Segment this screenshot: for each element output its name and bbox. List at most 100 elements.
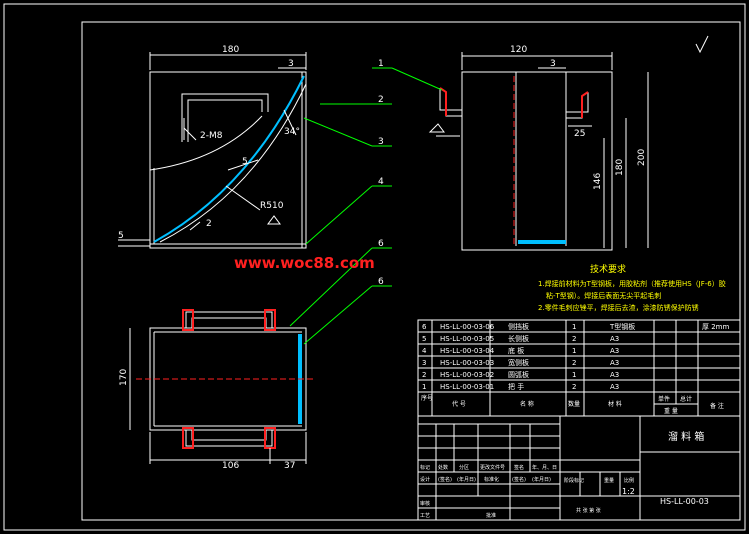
tb-process: 工艺 [420, 513, 430, 519]
tb-r2-1: (签名) [438, 476, 452, 483]
tb-drawing-code: HS-LL-00-03 [660, 497, 709, 506]
dim-106: 106 [222, 461, 239, 471]
dim-5: 5 [242, 157, 248, 167]
bom-row-0-note: 厚 2mm [702, 323, 729, 331]
bom-row-2-material: A3 [610, 347, 619, 355]
bom-row-1-name: 长侧板 [508, 334, 529, 343]
tb-r1-2: 分区 [459, 464, 469, 471]
bom-row-3-no: 3 [422, 359, 426, 367]
bom-row-0-material: T型钢板 [609, 322, 635, 331]
dim-120: 120 [510, 45, 527, 55]
front-view [118, 52, 307, 249]
balloon-1: 1 [378, 59, 384, 69]
notes-title: 技术要求 [590, 263, 626, 275]
dim-180-vertical: 180 [615, 159, 625, 176]
dim-146: 146 [593, 173, 603, 190]
bom-header-unit: 单件 [658, 395, 670, 403]
dim-170: 170 [119, 369, 129, 386]
tb-weight: 重量 [604, 477, 614, 484]
tb-r2-4: (签名) [512, 476, 526, 483]
dim-3-front: 3 [288, 59, 294, 69]
notes-line-1: 1.焊接前材料为T型钢板，用胶粘剂（推荐使用HS（JF-6）胶 [538, 279, 726, 288]
bom-row-3-name: 宽侧板 [508, 358, 529, 367]
tb-r1-5: 年、月、日 [532, 464, 557, 471]
balloon-leaders [289, 67, 443, 345]
bom-row-4-qty: 1 [572, 371, 576, 379]
bom-row-3-material: A3 [610, 359, 619, 367]
dim-2: 2 [206, 219, 212, 229]
bom-row-2-code: HS-LL-00-03-04 [440, 347, 495, 355]
tb-r1-4: 签名 [514, 464, 524, 471]
bom-row-2-name: 底 板 [508, 346, 524, 355]
tb-r2-3: 标准化 [484, 476, 499, 483]
bom-header-no: 序号 [421, 394, 433, 402]
title-block [417, 415, 741, 521]
bom-row-3-qty: 2 [572, 359, 576, 367]
tb-drawing-name: 溜 料 箱 [668, 430, 704, 443]
bom-row-0-no: 6 [422, 323, 427, 331]
bom-row-3-code: HS-LL-00-03-03 [440, 359, 494, 367]
bom-row-4-material: A3 [610, 371, 619, 379]
dim-3-side: 3 [550, 59, 556, 69]
bom-row-1-code: HS-LL-00-03-05 [440, 335, 494, 343]
bom-header-name: 名 称 [520, 400, 534, 408]
bom-header-total: 总计 [680, 395, 692, 403]
dim-2-m8: 2-M8 [200, 131, 223, 141]
bom-row-5-code: HS-LL-00-03-01 [440, 383, 494, 391]
bom-row-1-qty: 2 [572, 335, 576, 343]
tb-review: 审核 [420, 500, 430, 507]
tb-r1-1: 处数 [438, 464, 448, 471]
tb-approve: 批准 [486, 512, 496, 519]
dim-37: 37 [284, 461, 295, 471]
bom-table [417, 319, 741, 417]
bom-row-0-name: 侧挡板 [508, 322, 529, 331]
bom-header-code: 代 号 [452, 400, 466, 408]
dim-34-angle: 34° [284, 127, 300, 137]
dim-25: 25 [574, 129, 585, 139]
tb-r1-0: 标记 [420, 464, 430, 471]
dim-r510: R510 [260, 201, 284, 211]
bom-row-0-code: HS-LL-00-03-06 [440, 323, 495, 331]
bom-header-qty: 数量 [568, 400, 580, 408]
bom-row-4-no: 2 [422, 371, 426, 379]
tb-scale: 1:2 [622, 487, 635, 496]
bom-header-material: 材 料 [608, 400, 622, 408]
dim-5-left: 5 [118, 231, 124, 241]
notes-line-2: 粘-T型钢）。焊接后表面无尖平起毛刺 [546, 291, 661, 300]
bom-row-0-qty: 1 [572, 323, 576, 331]
bom-row-2-no: 4 [422, 347, 427, 355]
tb-r2-2: (年月日) [457, 476, 476, 483]
bom-row-1-no: 5 [422, 335, 426, 343]
balloon-4: 4 [378, 177, 384, 187]
bom-row-5-no: 1 [422, 383, 426, 391]
top-view [129, 309, 314, 464]
outer-border [3, 3, 746, 531]
tb-scale-label: 比例 [624, 477, 634, 484]
balloon-2: 2 [378, 95, 384, 105]
balloon-6a: 6 [378, 239, 384, 249]
bom-row-2-qty: 1 [572, 347, 576, 355]
watermark: www.woc88.com [234, 254, 375, 272]
tb-stage: 阶段标记 [564, 477, 584, 484]
bom-row-5-material: A3 [610, 383, 619, 391]
bom-row-5-name: 把 手 [508, 382, 524, 391]
inner-border [81, 21, 741, 521]
bom-row-1-material: A3 [610, 335, 619, 343]
tb-r2-0: 设计 [420, 476, 430, 483]
notes-line-3: 2.零件毛刺应锉平，焊接后去渣，涂漆防锈保护防锈 [538, 303, 699, 312]
bom-row-4-name: 圆弧板 [508, 370, 529, 379]
balloon-6b: 6 [378, 277, 384, 287]
dim-200: 200 [637, 149, 647, 166]
balloon-3: 3 [378, 137, 384, 147]
tb-sheets: 共 张 第 张 [576, 507, 601, 514]
tb-r2-5: (年月日) [532, 476, 551, 483]
tb-r1-3: 更改文件号 [480, 464, 505, 471]
bom-header-weight: 重 量 [664, 407, 678, 415]
bom-header-note: 备 注 [710, 402, 724, 410]
bom-row-5-qty: 2 [572, 383, 576, 391]
bom-row-4-code: HS-LL-00-03-02 [440, 371, 494, 379]
side-view [428, 35, 709, 251]
dim-180: 180 [222, 45, 239, 55]
